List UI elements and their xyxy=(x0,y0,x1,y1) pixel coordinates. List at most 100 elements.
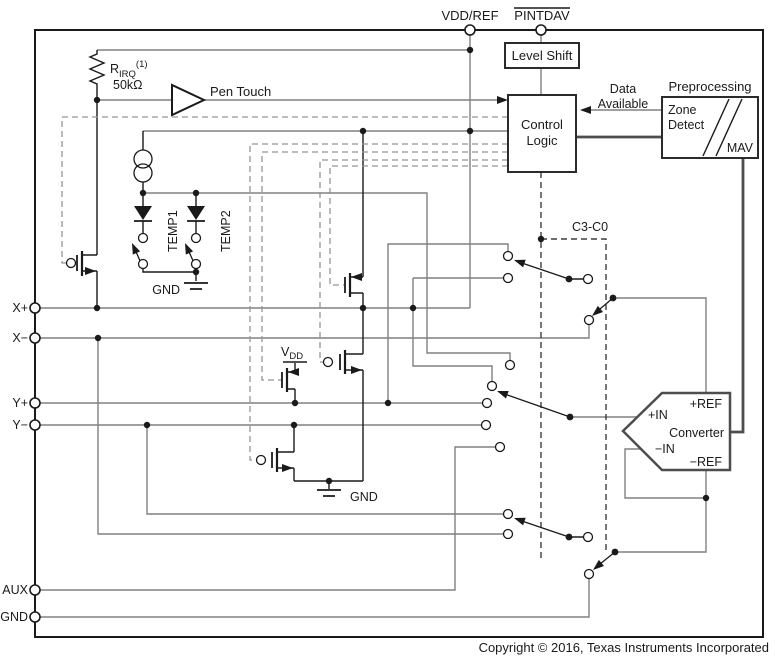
gnd-mid-label: GND xyxy=(350,490,378,504)
preprocessing-slashes xyxy=(702,98,743,157)
temp1-switch-arrow-icon xyxy=(132,243,141,255)
mav-label: MAV xyxy=(727,141,754,155)
pin-label-xminus: X− xyxy=(12,331,28,345)
mosfet-arrow-icon xyxy=(351,366,362,374)
ctl-mid-nmos xyxy=(319,159,508,363)
ctl-top-nmos xyxy=(329,165,508,286)
pin-label-yplus: Y+ xyxy=(12,396,28,410)
converter-ref-neg: −REF xyxy=(690,455,723,469)
xplus-pmos xyxy=(65,251,97,276)
package-pins xyxy=(29,24,547,623)
converter-in-neg: −IN xyxy=(655,442,675,456)
sw4-lever xyxy=(515,518,570,538)
control-logic-label-2: Logic xyxy=(526,133,558,148)
rirq-label: RIRQ(1) xyxy=(110,59,148,80)
data-available-label-2: Available xyxy=(598,97,649,111)
mosfet-arrow-icon xyxy=(85,267,96,275)
device-leads xyxy=(96,100,588,538)
pin-label-aux: AUX xyxy=(2,583,28,597)
pin-label-yminus: Y− xyxy=(12,418,28,432)
gnd-temp-label: GND xyxy=(152,283,180,297)
sw4-arrow-icon xyxy=(514,517,526,526)
wire-gnd-line xyxy=(40,578,590,618)
current-source-circle-bottom xyxy=(133,163,153,183)
gate-control-lines xyxy=(61,116,508,461)
pin-xminus xyxy=(29,332,41,344)
vdd-label: VDD xyxy=(281,345,303,362)
transistors xyxy=(65,251,363,472)
pin-label-vddref: VDD/REF xyxy=(441,8,498,23)
mosfet-arrow-icon xyxy=(351,273,362,281)
gnd-symbol-temp xyxy=(184,282,208,290)
chip-boundary xyxy=(34,29,764,638)
gnd-symbol-mid xyxy=(317,489,341,497)
sw2-arrow-icon xyxy=(592,305,603,316)
pen-touch-buffer xyxy=(171,83,207,117)
gate-bubble-icon xyxy=(255,454,267,466)
rirq-sup: (1) xyxy=(136,59,148,70)
zone-detect-label-2: Detect xyxy=(668,118,705,132)
mid-nmos xyxy=(322,350,363,374)
current-source xyxy=(133,149,153,183)
pin-vddref xyxy=(464,24,476,36)
pin-label-pintdav: PINTDAV xyxy=(514,8,570,23)
current-source-circle-top xyxy=(133,149,153,169)
level-shift-label: Level Shift xyxy=(512,48,573,63)
lead-temp-gnd xyxy=(142,268,197,281)
data-available-label-1: Data xyxy=(610,82,636,96)
junction-dots xyxy=(93,46,710,556)
ctl-yminus-nmos xyxy=(249,143,508,461)
copyright-text: Copyright © 2016, Texas Instruments Inco… xyxy=(479,640,769,655)
converter-in-pos: +IN xyxy=(648,408,668,422)
wire-yminus-drop xyxy=(146,425,504,515)
mux-arrow-icon xyxy=(497,391,509,399)
pin-gnd xyxy=(29,611,41,623)
rirq-sub: IRQ xyxy=(119,69,136,80)
control-buses xyxy=(576,135,745,434)
preprocessing-box xyxy=(661,96,759,159)
ground-symbols xyxy=(184,282,341,497)
wire-xplus-to-sw1-mux xyxy=(412,277,508,382)
pin-yminus xyxy=(29,419,41,431)
analog-switches xyxy=(132,243,616,570)
wire-yplus-to-sw1 xyxy=(387,243,509,403)
lead-temp-diodes xyxy=(142,193,197,233)
switch-contacts xyxy=(137,232,595,580)
pin-aux xyxy=(29,584,41,596)
control-logic-label-1: Control xyxy=(521,117,563,132)
temp1-diode xyxy=(134,206,152,220)
temp2-diode xyxy=(187,206,205,220)
converter-ref-pos: +REF xyxy=(690,397,723,411)
wire-xminus-line xyxy=(40,324,590,339)
wire-minusref xyxy=(615,470,707,553)
wire-xminus-drop xyxy=(97,338,504,535)
converter-block xyxy=(621,391,732,472)
signal-wires xyxy=(40,35,707,618)
sw5-arrow-icon xyxy=(593,559,604,570)
rirq-resistor xyxy=(88,50,106,100)
wire-minusin xyxy=(624,448,706,499)
stubs xyxy=(287,371,295,390)
stubs xyxy=(82,254,97,272)
bus-mav-converter xyxy=(731,158,745,434)
vdd-pmos xyxy=(281,368,299,392)
mosfet-arrow-icon xyxy=(282,464,293,472)
vdd-sub: DD xyxy=(289,351,303,362)
ctl-vdd-pmos xyxy=(261,151,508,381)
pen-touch-label: Pen Touch xyxy=(210,84,271,99)
lead-yminus-nmos xyxy=(293,425,363,482)
wire-temp-to-mux xyxy=(143,192,511,360)
data-available-arrow-icon xyxy=(580,106,591,114)
c3c0-vertical-2 xyxy=(541,238,607,553)
mosfet-arrow-icon xyxy=(288,368,299,376)
pen-touch-arrow-icon xyxy=(497,96,508,104)
wire-plusref xyxy=(613,297,707,393)
pin-yplus xyxy=(29,397,41,409)
control-logic-box xyxy=(507,94,577,173)
temp-diodes xyxy=(134,206,205,222)
zone-detect-label-1: Zone xyxy=(668,103,697,117)
pin-pintdav xyxy=(535,24,547,36)
pin-xplus xyxy=(29,302,41,314)
